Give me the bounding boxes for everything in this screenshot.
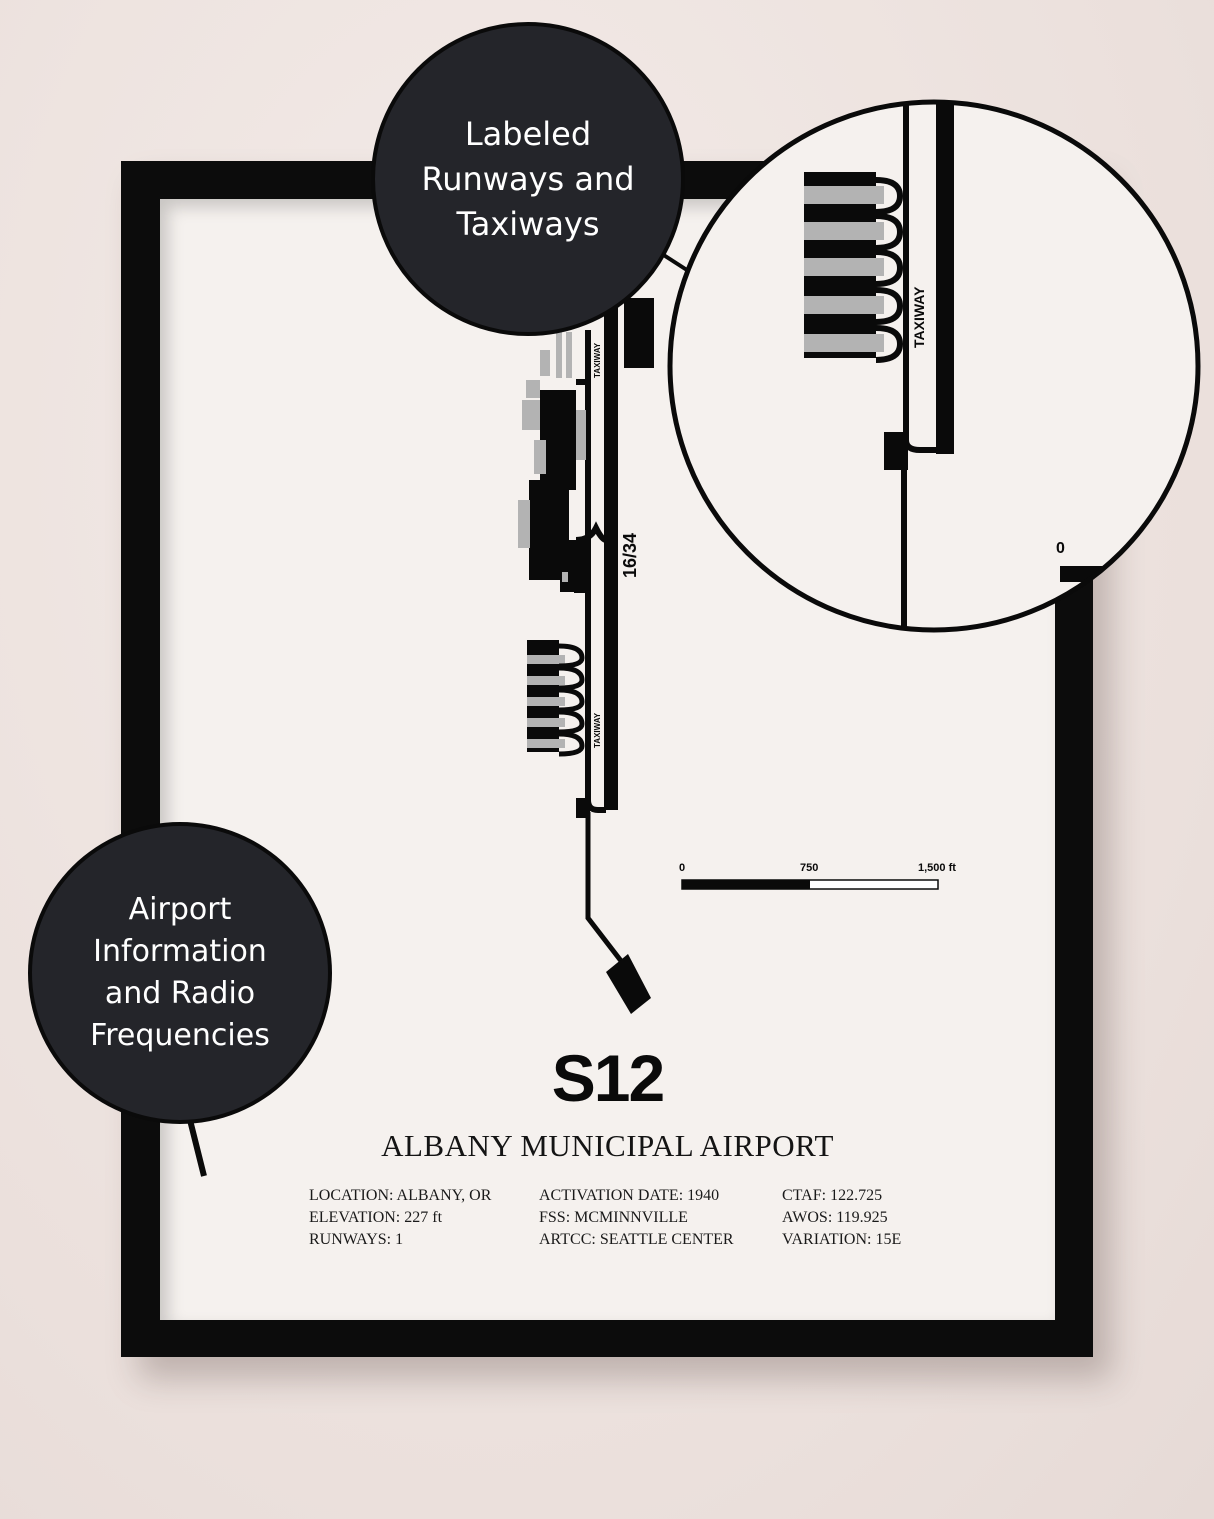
runway-label: 16/34 <box>620 533 640 578</box>
info-elevation: ELEVATION: 227 ft <box>309 1209 443 1226</box>
scale-label-zero: 0 <box>679 862 685 874</box>
info-column-activation: ACTIVATION DATE: 1940 FSS: MCMINNVILLE A… <box>539 1185 734 1251</box>
info-activation-date: ACTIVATION DATE: 1940 <box>539 1187 720 1204</box>
info-callout-pointer <box>187 1119 207 1177</box>
callout-info-line-4: Frequencies <box>90 1018 270 1053</box>
taxiway-label-upper: TAXIWAY <box>593 342 602 378</box>
magnifier-taxiway-label: TAXIWAY <box>911 286 927 348</box>
taxiway-label-lower: TAXIWAY <box>593 712 602 748</box>
upper-apron <box>518 332 590 592</box>
info-location: LOCATION: ALBANY, OR <box>309 1187 492 1204</box>
info-runways: RUNWAYS: 1 <box>309 1231 404 1248</box>
airport-code: S12 <box>551 1041 665 1115</box>
airport-name: ALBANY MUNICIPAL AIRPORT <box>381 1128 834 1163</box>
callout-runways-line-3: Taxiways <box>456 204 600 243</box>
info-ctaf: CTAF: 122.725 <box>782 1187 883 1204</box>
runway <box>604 298 654 810</box>
scale-label-mid: 750 <box>800 862 818 874</box>
info-artcc: ARTCC: SEATTLE CENTER <box>539 1231 734 1248</box>
callout-info-line-1: Airport <box>128 892 232 927</box>
callout-runways-taxiways: Labeled Runways and Taxiways <box>371 22 685 336</box>
callout-info-line-3: and Radio <box>104 976 256 1011</box>
callout-runways-line-1: Labeled <box>464 114 592 153</box>
info-column-frequencies: CTAF: 122.725 AWOS: 119.925 VARIATION: 1… <box>782 1185 901 1251</box>
callout-runways-line-2: Runways and <box>421 159 635 198</box>
southern-taxiway <box>576 798 651 1014</box>
scale-bar: 0 750 1,500 ft <box>679 862 956 890</box>
lower-t-hangars <box>527 640 585 757</box>
info-fss: FSS: MCMINNVILLE <box>539 1209 688 1226</box>
info-column-location: LOCATION: ALBANY, OR ELEVATION: 227 ft R… <box>309 1185 491 1251</box>
scale-label-end: 1,500 ft <box>918 862 956 874</box>
info-variation: VARIATION: 15E <box>782 1231 902 1248</box>
magnifier-lens: TAXIWAY 0 <box>660 99 1201 633</box>
callout-info-line-2: Information <box>93 934 267 969</box>
magnifier-scale-zero: 0 <box>1056 540 1065 557</box>
info-awos: AWOS: 119.925 <box>782 1209 888 1226</box>
callout-airport-info: Airport Information and Radio Frequencie… <box>28 822 332 1124</box>
